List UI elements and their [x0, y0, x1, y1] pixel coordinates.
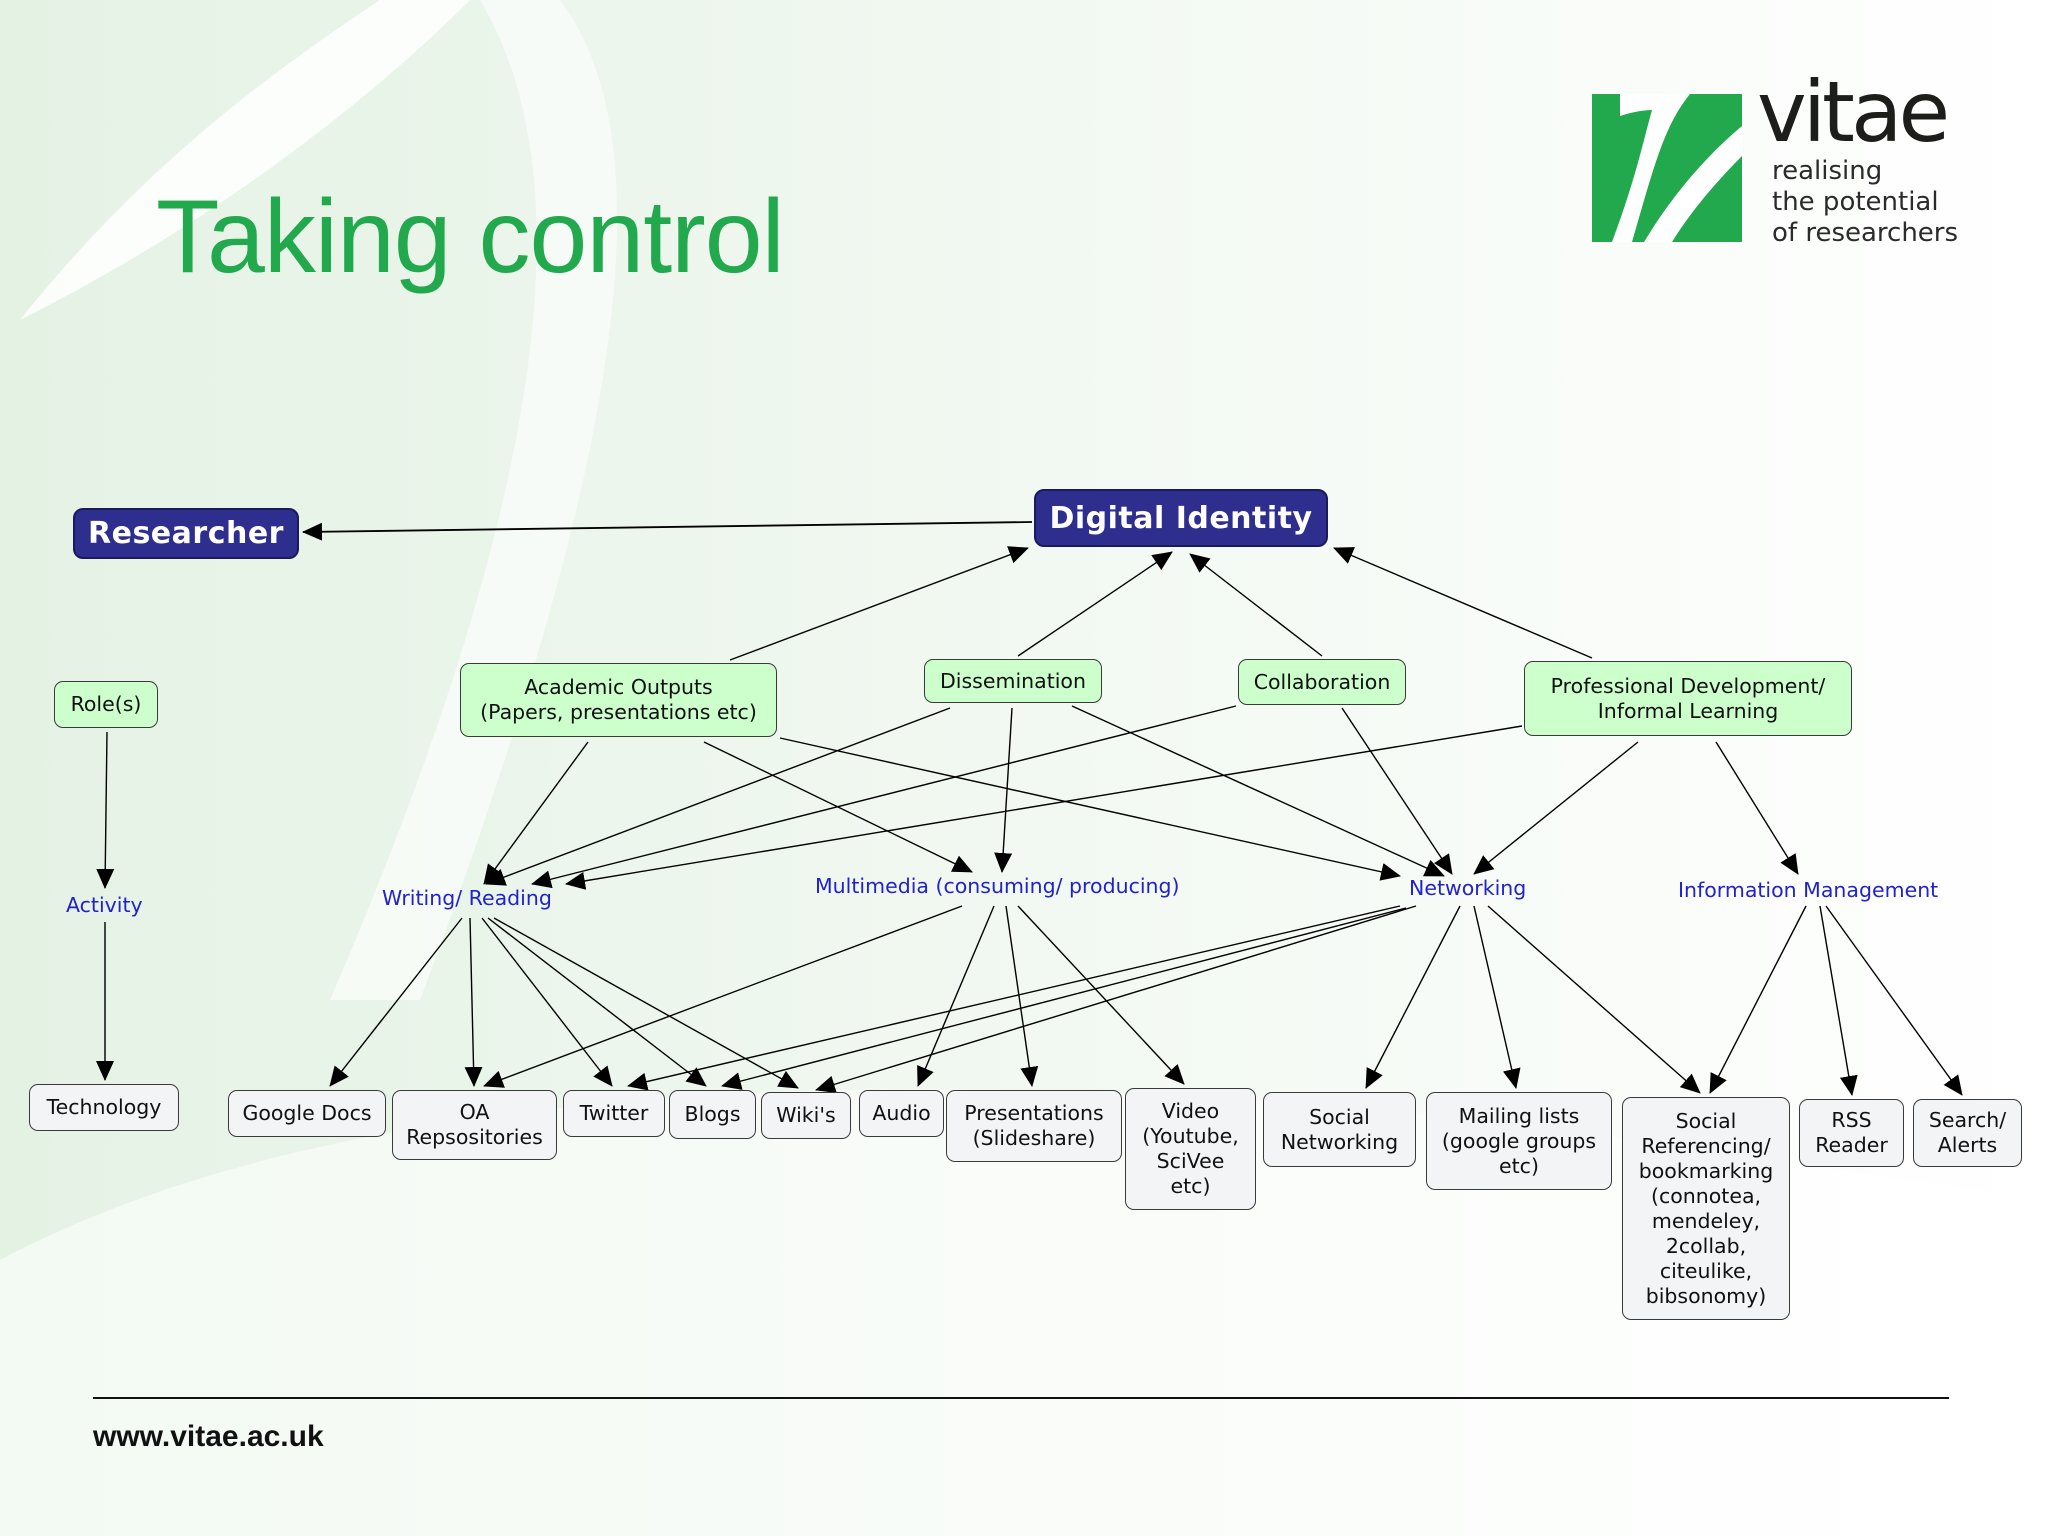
logo-tagline: realising the potential of researchers [1772, 156, 1958, 249]
slide-title: Taking control [156, 179, 785, 295]
label-networking: Networking [1409, 876, 1527, 900]
edge-multimedia-to-video [1017, 905, 1185, 1085]
node-mailing-lists: Mailing lists (google groups etc) [1426, 1092, 1612, 1190]
node-search-alerts: Search/ Alerts [1913, 1099, 2022, 1167]
edge-professional-development-to-writing-reading [565, 725, 1523, 890]
node-roles: Role(s) [54, 681, 158, 728]
edge-writing-reading-to-oa-repositories [464, 917, 483, 1087]
node-collaboration: Collaboration [1238, 659, 1406, 705]
edge-writing-reading-to-blogs [487, 917, 707, 1087]
node-audio: Audio [859, 1090, 944, 1137]
edge-information-management-to-search-alerts [1825, 905, 1963, 1096]
edge-collaboration-to-networking [1341, 707, 1453, 875]
node-academic-outputs: Academic Outputs (Papers, presentations … [460, 663, 777, 737]
node-digital-identity: Digital Identity [1034, 489, 1328, 547]
node-video: Video (Youtube, SciVee etc) [1125, 1088, 1256, 1210]
node-researcher: Researcher [73, 508, 299, 559]
vitae-logo-icon [1592, 94, 1742, 242]
edge-information-management-to-social-referencing [1709, 905, 1807, 1094]
edge-academic-outputs-to-networking [779, 737, 1401, 881]
edge-networking-to-mailing-lists [1473, 905, 1521, 1089]
logo-tagline-line: realising [1772, 156, 1883, 186]
node-presentations: Presentations (Slideshare) [946, 1090, 1122, 1162]
edge-dissemination-to-multimedia [994, 707, 1013, 873]
edge-networking-to-blogs [721, 907, 1407, 1090]
footer-url: www.vitae.ac.uk [93, 1420, 324, 1453]
edge-dissemination-to-networking [1071, 705, 1445, 877]
edge-networking-to-social-networking [1365, 905, 1461, 1089]
edge-writing-reading-to-twitter [481, 917, 613, 1087]
edge-information-management-to-rss-reader [1819, 905, 1858, 1096]
node-google-docs: Google Docs [228, 1090, 386, 1137]
edge-dissemination-to-digital-identity [1017, 551, 1173, 657]
edge-writing-reading-to-google-docs [329, 917, 463, 1087]
logo-wordmark: vitae [1757, 63, 1950, 161]
edge-collaboration-to-writing-reading [531, 705, 1237, 889]
node-professional-development: Professional Development/ Informal Learn… [1524, 661, 1852, 736]
node-social-networking: Social Networking [1263, 1092, 1416, 1167]
node-dissemination: Dissemination [924, 659, 1102, 703]
edge-multimedia-to-oa-repositories [483, 905, 963, 1088]
edge-digital-identity-to-researcher [302, 521, 1033, 541]
edge-writing-reading-to-wikis [493, 917, 799, 1089]
edge-networking-to-twitter [627, 905, 1401, 1091]
node-social-referencing: Social Referencing/ bookmarking (connote… [1622, 1097, 1790, 1320]
edge-professional-development-to-information-management [1715, 741, 1799, 875]
edge-collaboration-to-digital-identity [1189, 553, 1323, 657]
node-blogs: Blogs [669, 1090, 756, 1139]
logo-tagline-line: of researchers [1772, 218, 1959, 248]
node-technology: Technology [29, 1084, 179, 1131]
edge-multimedia-to-audio [917, 905, 995, 1087]
edge-networking-to-social-referencing [1487, 905, 1701, 1094]
edge-professional-development-to-digital-identity [1333, 547, 1593, 659]
edge-roles-to-activity [96, 731, 115, 889]
label-activity: Activity [66, 893, 143, 917]
edge-professional-development-to-networking [1473, 741, 1639, 875]
logo-tagline-line: the potential [1772, 187, 1939, 217]
footer-divider [93, 1397, 1949, 1399]
node-rss-reader: RSS Reader [1799, 1099, 1904, 1167]
edge-networking-to-wikis [815, 905, 1417, 1094]
edge-dissemination-to-writing-reading [485, 707, 951, 886]
label-multimedia: Multimedia (consuming/ producing) [815, 874, 1180, 898]
node-oa-repositories: OA Repsositories [392, 1090, 557, 1160]
label-information-management: Information Management [1678, 878, 1939, 902]
edge-multimedia-to-presentations [1005, 905, 1039, 1087]
edge-academic-outputs-to-digital-identity [729, 546, 1029, 661]
node-wikis: Wiki's [761, 1092, 851, 1139]
label-writing-reading: Writing/ Reading [382, 886, 552, 910]
node-twitter: Twitter [563, 1090, 665, 1137]
edge-academic-outputs-to-writing-reading [483, 741, 589, 885]
